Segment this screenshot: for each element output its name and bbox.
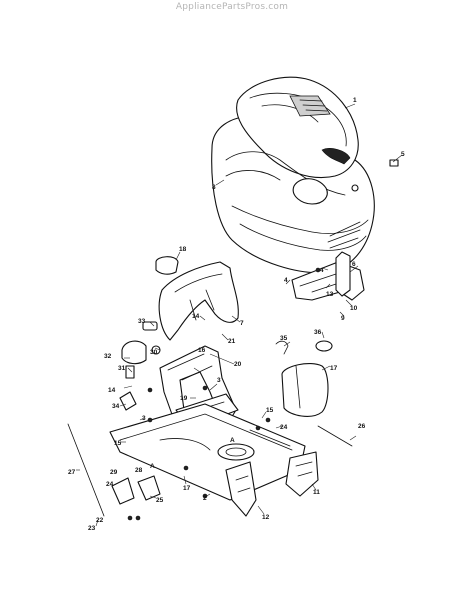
callout-2: 2 [203,495,207,502]
callout-a: A [150,463,155,470]
fuel-tank [281,363,329,417]
callout-22: 22 [96,517,104,524]
callout-15: 15 [114,440,122,447]
callout-12: 12 [262,514,270,521]
callout-14: 14 [108,387,116,394]
callout-28: 28 [135,467,143,474]
fuel-cap [315,340,333,352]
part-31 [125,365,135,379]
callout-19: 19 [180,395,188,402]
callout-35: 35 [280,335,288,342]
callout-25: 25 [156,497,164,504]
bracket-29 [111,477,135,505]
callout-10: 10 [350,305,358,312]
callout-31: 31 [118,365,126,372]
callout-15: 15 [266,407,274,414]
dash-panel [158,261,239,341]
callout-11: 11 [313,489,320,496]
callout-17: 17 [183,485,191,492]
callout-24: 24 [280,424,288,431]
callout-7: 7 [240,320,244,327]
callout-8: 8 [212,184,216,191]
callout-16: 16 [198,347,206,354]
knob-cap [155,256,179,275]
callout-1: 1 [353,97,357,104]
hood-bolt [389,159,399,167]
callout-26: 26 [358,423,366,430]
callout-5: 5 [401,151,405,158]
callout-33: 33 [138,318,146,325]
hose-35 [275,340,289,355]
rod-26 [317,425,353,447]
callout-34: 34 [112,403,120,410]
callout-20: 20 [234,361,242,368]
switch-32 [121,340,147,365]
callout-3: 3 [217,377,221,384]
callout-36: 36 [314,329,322,336]
rod-27 [67,423,105,517]
callout-3: 3 [142,415,146,422]
callout-18: 18 [179,246,187,253]
callout-labels: 1 2 3 3 4 4 5 6 7 8 9 10 11 12 13 14 14 … [68,97,405,532]
callout-29: 29 [110,469,118,476]
callout-a: A [230,437,235,444]
callout-4: 4 [284,277,288,284]
callout-17: 17 [330,365,338,372]
part-34 [119,391,137,411]
leader-lines [76,103,403,527]
callout-23: 23 [88,525,96,532]
hood-assembly [211,76,399,274]
callout-27: 27 [68,469,76,476]
callout-4: 4 [320,267,324,274]
bracket-28 [137,475,161,501]
callout-24: 24 [106,481,114,488]
callout-13: 13 [326,291,334,298]
callout-14: 14 [192,313,200,320]
watermark: AppliancePartsPros.com [175,2,289,12]
callout-32: 32 [104,353,112,360]
callout-30: 30 [150,349,158,356]
callout-21: 21 [228,338,236,345]
callout-9: 9 [341,315,345,322]
callout-6: 6 [352,261,356,268]
